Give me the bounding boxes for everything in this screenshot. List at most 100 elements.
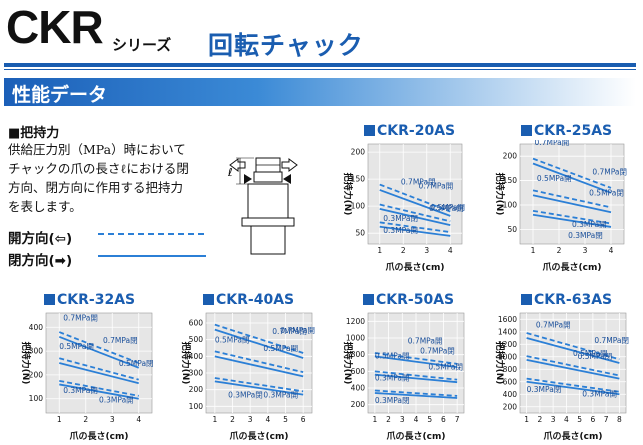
close-arrow-icon: [281, 158, 298, 172]
y-tick-label: 100: [503, 200, 518, 209]
y-tick-label: 1200: [498, 340, 517, 349]
y-tick-label: 800: [351, 350, 366, 359]
y-tick-label: 50: [355, 229, 365, 238]
open-arrow-icon: [229, 158, 246, 172]
x-tick-label: 4: [448, 246, 453, 255]
y-tick-label: 400: [189, 352, 204, 361]
section-band: [4, 78, 636, 106]
y-tick-label: 200: [189, 385, 204, 394]
x-axis-label: 爪の長さ(cm): [543, 262, 602, 273]
series-annotation: 0.3MPa開: [383, 226, 418, 235]
series-line: [379, 183, 451, 213]
series-line: [379, 225, 451, 237]
y-tick-label: 400: [29, 323, 44, 332]
series-annotation: 0.5MPa開: [573, 349, 608, 358]
x-axis-label: 爪の長さ(cm): [230, 431, 289, 442]
x-tick-label: 5: [427, 415, 432, 424]
x-tick-label: 3: [400, 415, 405, 424]
x-tick-label: 1: [377, 246, 382, 255]
series-line: [379, 203, 451, 223]
x-tick-label: 8: [617, 415, 622, 424]
series-annotation: 0.3MPa閉: [63, 386, 98, 395]
series-line: [526, 358, 620, 380]
y-axis-label: 把持力(N): [494, 173, 506, 216]
chart-title-ckr32as: CKR-32AS: [44, 292, 135, 308]
series-annotation: 0.7MPa開: [63, 314, 98, 323]
series-annotation: 0.5MPa閉: [578, 352, 613, 361]
series-line: [59, 383, 139, 400]
series-line: [532, 157, 612, 189]
series-annotation: 0.7MPa閉: [103, 336, 138, 345]
series-annotation: 0.3MPa閉: [375, 396, 410, 405]
y-axis-label: 把持力(N): [342, 173, 354, 216]
x-tick-label: 2: [386, 415, 391, 424]
x-tick-label: 1: [524, 415, 529, 424]
closing-arrow-left-icon: [244, 174, 252, 184]
y-tick-label: 100: [351, 202, 366, 211]
series-annotation: 0.3MPa開: [375, 374, 410, 383]
series-line: [374, 373, 458, 384]
series-annotation: 0.5MPa開: [375, 351, 410, 360]
series-line: [526, 332, 620, 361]
x-axis-label: 爪の長さ(cm): [544, 431, 603, 442]
y-tick-label: 200: [503, 402, 518, 411]
series-line: [59, 379, 139, 397]
series-annotation: 0.7MPa開: [536, 321, 571, 330]
y-tick-label: 150: [351, 175, 366, 184]
series-line: [526, 380, 620, 396]
y-tick-label: 1200: [346, 317, 365, 326]
x-tick-label: 4: [609, 246, 614, 255]
y-tick-label: 200: [351, 400, 366, 409]
series-annotation: 0.5MPa閉: [215, 335, 250, 344]
series-line: [379, 221, 451, 233]
y-tick-label: 600: [351, 367, 366, 376]
series-annotation: 0.7MPa開: [408, 336, 443, 345]
series-annotation: 0.3MPa閉: [228, 390, 263, 399]
y-tick-label: 300: [29, 347, 44, 356]
series-line: [379, 189, 451, 217]
y-tick-label: 200: [29, 370, 44, 379]
series-annotation: 0.3MPa閉: [383, 214, 418, 223]
y-tick-label: 600: [503, 377, 518, 386]
x-tick-label: 4: [136, 415, 141, 424]
series-annotation: 0.3MPa開: [263, 390, 298, 399]
series-annotation: 0.5MPa開: [263, 344, 298, 353]
legend-close-line: [98, 255, 206, 257]
x-tick-label: 6: [441, 415, 446, 424]
header-rule: [4, 63, 636, 67]
series-annotation: 0.5MPa閉: [429, 204, 464, 213]
series-annotation: 0.3MPa開: [582, 390, 617, 399]
x-tick-label: 1: [57, 415, 62, 424]
header-rule-thin: [4, 69, 636, 70]
series-annotation: 0.5MPa開: [537, 174, 572, 183]
x-tick-label: 3: [110, 415, 115, 424]
series-line: [214, 380, 304, 396]
legend-open-label: 開方向(⇦): [8, 231, 73, 247]
series-annotation: 0.5MPa開: [430, 203, 465, 212]
y-tick-label: 1000: [498, 352, 517, 361]
plot-area: [45, 312, 153, 414]
chart-title-ckr63as: CKR-63AS: [521, 292, 612, 308]
x-tick-label: 7: [455, 415, 460, 424]
y-tick-label: 1000: [346, 334, 365, 343]
y-tick-label: 100: [189, 402, 204, 411]
y-tick-label: 50: [507, 225, 517, 234]
y-tick-label: 500: [189, 335, 204, 344]
series-line: [532, 194, 612, 214]
series-annotation: 0.7MPa開: [419, 181, 454, 190]
section-title: 性能データ: [12, 84, 108, 106]
series-annotation: 0.3MPa閉: [568, 231, 603, 240]
series-line: [526, 337, 620, 364]
series-line: [58, 335, 140, 369]
plot-area: [205, 312, 313, 414]
series-line: [59, 357, 139, 381]
x-tick-label: 3: [551, 415, 556, 424]
legend-open-line: [98, 233, 206, 235]
series-annotation: 0.5MPa閉: [428, 363, 463, 372]
x-tick-label: 5: [283, 415, 288, 424]
x-tick-label: 2: [537, 415, 542, 424]
y-tick-label: 1600: [498, 315, 517, 324]
chart-title-ckr25as: CKR-25AS: [521, 123, 612, 139]
